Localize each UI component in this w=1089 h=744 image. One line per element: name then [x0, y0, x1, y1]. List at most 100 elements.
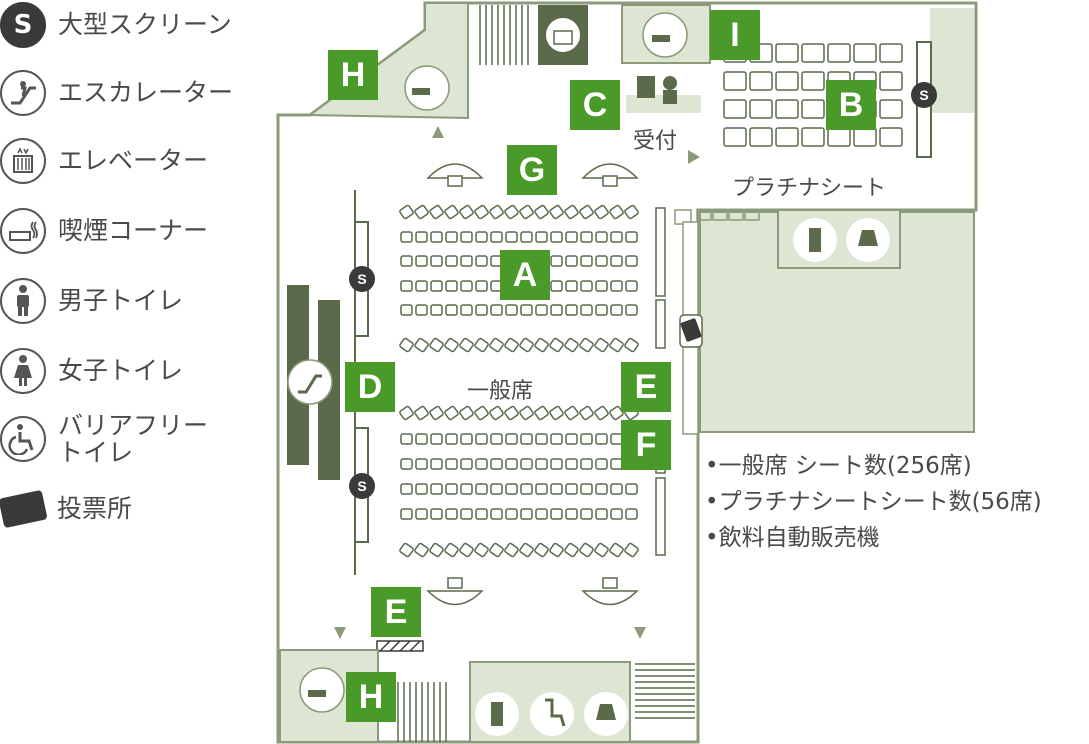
- seat: [474, 542, 489, 558]
- seat: [579, 204, 594, 220]
- seat: [801, 127, 825, 147]
- seat: [505, 433, 518, 445]
- marker-b[interactable]: B: [826, 80, 876, 130]
- marker-d[interactable]: D: [345, 362, 395, 412]
- seat: [399, 337, 414, 353]
- svg-text:S: S: [357, 478, 366, 494]
- seat: [853, 127, 877, 147]
- marker-e[interactable]: E: [621, 362, 671, 412]
- seat: [723, 99, 747, 119]
- seat: [550, 508, 563, 520]
- seat: [594, 337, 609, 353]
- seat: [565, 231, 578, 243]
- legend-label: バリアフリートイレ: [58, 411, 209, 467]
- seat-notes: •一般席 シート数(256席) •プラチナシートシート数(56席) •飲料自動販…: [705, 448, 1042, 556]
- seat: [580, 304, 593, 316]
- seat: [460, 304, 473, 316]
- seat: [430, 433, 443, 445]
- seat: [550, 458, 563, 470]
- seat: [505, 458, 518, 470]
- seat: [505, 231, 518, 243]
- seat: [595, 483, 608, 495]
- legend-item-smoking: 喫煙コーナー: [0, 206, 208, 256]
- seat: [564, 204, 579, 220]
- seat: [490, 304, 503, 316]
- seat: [460, 255, 473, 267]
- seat: [489, 204, 504, 220]
- seat: [445, 255, 458, 267]
- seat: [445, 304, 458, 316]
- marker-h[interactable]: H: [346, 672, 396, 722]
- marker-a[interactable]: A: [500, 250, 550, 300]
- seat: [400, 483, 413, 495]
- seat: [853, 43, 877, 63]
- seat: [490, 433, 503, 445]
- seat: [414, 337, 429, 353]
- seat: [475, 483, 488, 495]
- seat: [595, 433, 608, 445]
- seat: [879, 99, 903, 119]
- seat: [430, 458, 443, 470]
- seat: [827, 127, 851, 147]
- seat: [565, 508, 578, 520]
- seat: [775, 43, 799, 63]
- ballot-box-icon: [0, 489, 48, 529]
- seat: [490, 508, 503, 520]
- seat: [549, 204, 564, 220]
- seat: [414, 405, 429, 421]
- marker-g[interactable]: G: [507, 145, 557, 195]
- seat: [549, 405, 564, 421]
- seat: [610, 255, 623, 267]
- seat: [459, 542, 474, 558]
- seat: [445, 433, 458, 445]
- seat: [549, 542, 564, 558]
- seat: [475, 433, 488, 445]
- seat: [624, 542, 639, 558]
- elevator-icon: [0, 138, 46, 184]
- seat: [534, 204, 549, 220]
- seat: [475, 304, 488, 316]
- male-toilet-icon: [0, 278, 46, 324]
- floor-plan-drawing: S S S: [276, 1, 978, 744]
- seat: [489, 405, 504, 421]
- seat: [430, 483, 443, 495]
- legend-label: エスカレーター: [58, 78, 234, 107]
- marker-f[interactable]: F: [621, 420, 671, 470]
- seat: [549, 337, 564, 353]
- marker-e[interactable]: E: [371, 587, 421, 637]
- escalator-icon: [0, 70, 46, 116]
- seat: [430, 280, 443, 292]
- legend-item-male-toilet: 男子トイレ: [0, 276, 183, 326]
- seat: [625, 483, 638, 495]
- seat: [504, 405, 519, 421]
- seat: [505, 508, 518, 520]
- seat: [415, 280, 428, 292]
- seat: [505, 483, 518, 495]
- marker-h[interactable]: H: [328, 50, 378, 100]
- floor-map: S S S 一般席 プラチナシート 受付 A B C D E E F G H H…: [270, 0, 1089, 744]
- marker-c[interactable]: C: [570, 80, 620, 130]
- seat: [445, 483, 458, 495]
- seat: [430, 231, 443, 243]
- seat: [444, 405, 459, 421]
- seat: [534, 542, 549, 558]
- barrier-free-toilet-icon: [0, 416, 46, 462]
- seat: [564, 542, 579, 558]
- seat: [749, 99, 773, 119]
- legend-item-escalator: エスカレーター: [0, 68, 233, 118]
- marker-i[interactable]: I: [710, 10, 760, 60]
- seat: [625, 508, 638, 520]
- seat: [400, 304, 413, 316]
- seat: [580, 483, 593, 495]
- seat: [594, 204, 609, 220]
- seat: [801, 99, 825, 119]
- seat: [400, 508, 413, 520]
- seat: [490, 231, 503, 243]
- seat: [610, 280, 623, 292]
- seat: [474, 337, 489, 353]
- seat: [827, 43, 851, 63]
- svg-text:S: S: [357, 271, 366, 287]
- seat: [504, 204, 519, 220]
- seat: [609, 542, 624, 558]
- seat: [429, 542, 444, 558]
